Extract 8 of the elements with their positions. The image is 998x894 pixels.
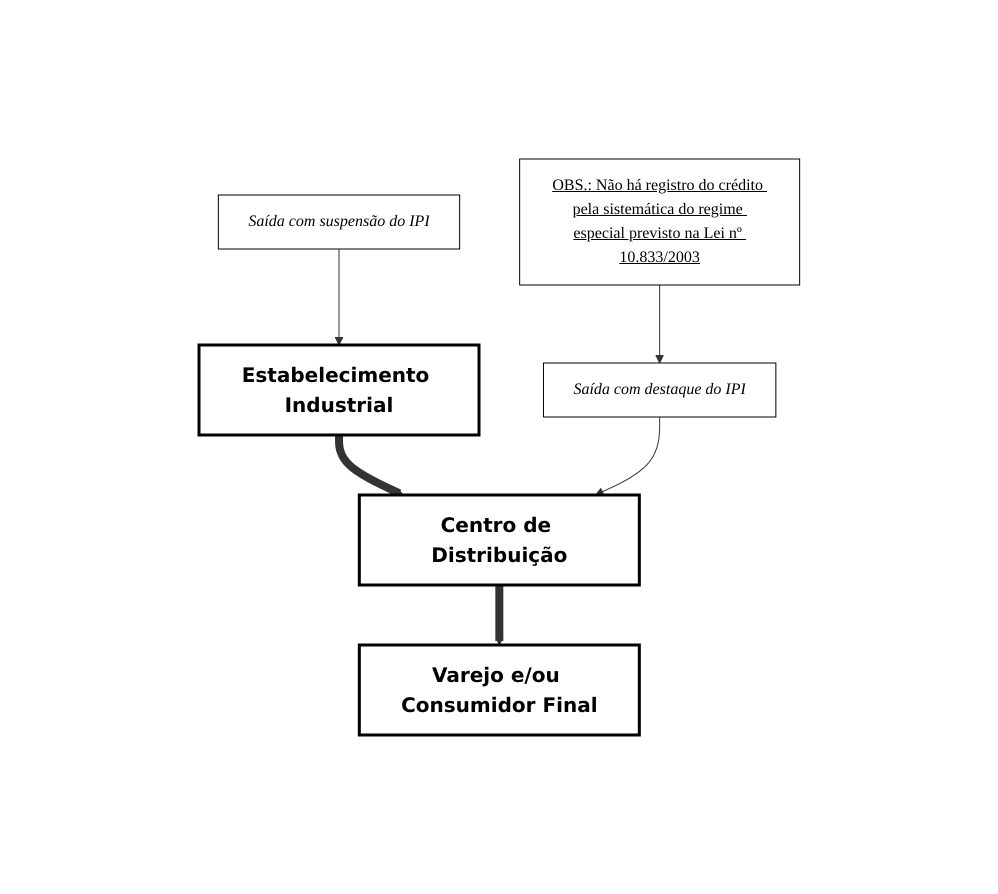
node-box: Estabelecimento Industrial <box>197 344 480 436</box>
arrow <box>654 284 664 364</box>
node-box: Centro de Distribuição <box>358 494 640 586</box>
node-box: OBS.: Não há registro do crédito pela sistemática do regime especial previsto na Lei nº 10.833/2003 <box>518 158 800 286</box>
arrow <box>334 248 344 346</box>
node-box: Varejo e/ou Consumidor Final <box>358 644 640 736</box>
arrow <box>494 585 504 646</box>
arrow <box>594 416 660 496</box>
